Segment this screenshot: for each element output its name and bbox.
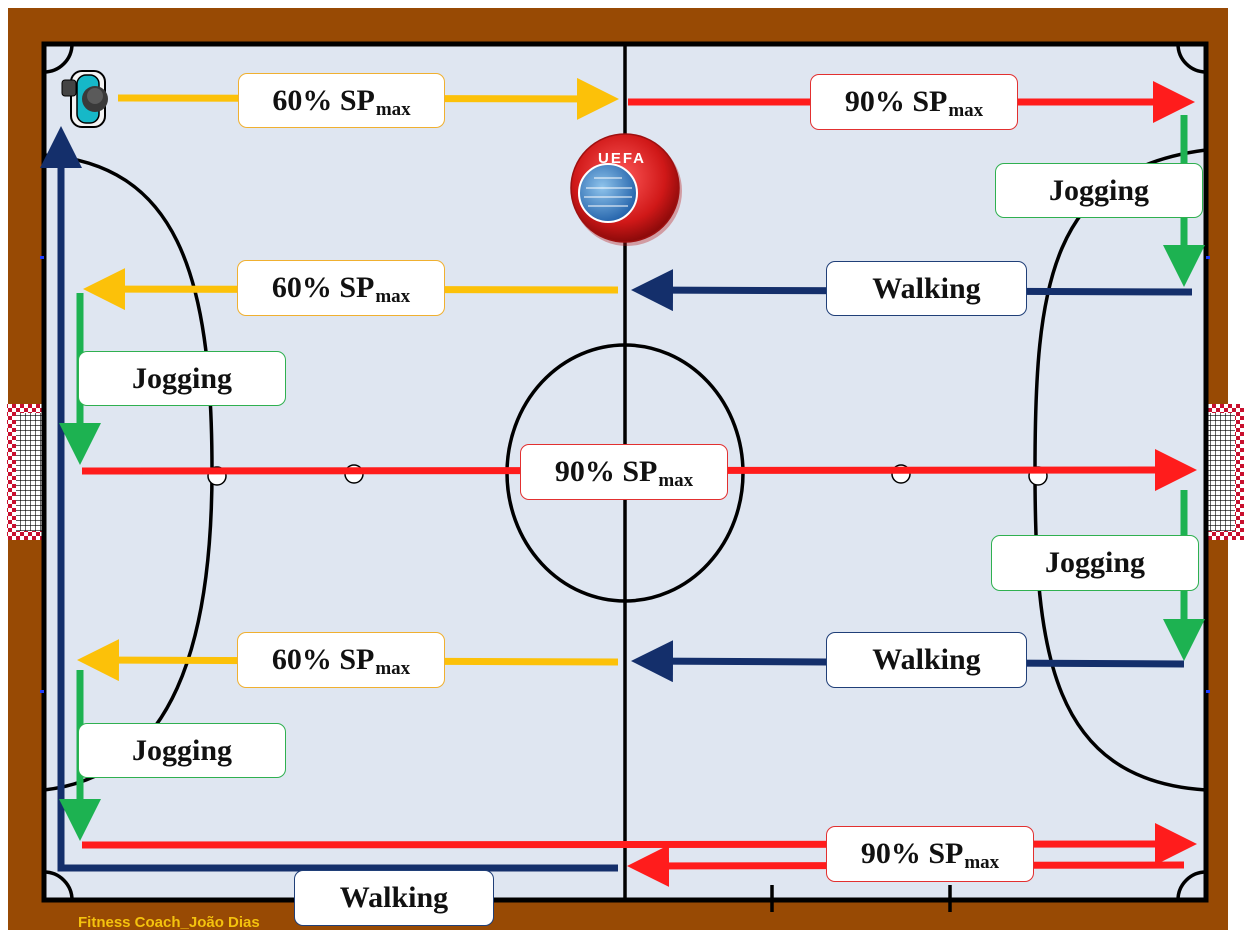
sideline-marks [40,256,1210,693]
label-walking-row2: Walking [826,261,1027,316]
left-goal [7,404,45,540]
uefa-logo: UEFA [570,133,682,246]
uefa-logo-text: UEFA [598,150,646,167]
label-walking-text: Walking [872,643,981,676]
label-sp: SP [912,85,948,118]
label-pct: 60% [271,643,332,676]
label-pct: 90% [554,455,615,488]
walking-arrow-loop [40,126,618,872]
label-jogging-text: Jogging [131,733,233,767]
label-jogging-text: Jogging [131,361,233,395]
label-pct: 90% [844,85,905,118]
label-pct: 60% [272,83,333,117]
label-walking-text: Walking [872,271,981,305]
right-goal [1205,404,1244,540]
label-sp: SP [339,271,375,304]
label-sub: max [375,286,411,307]
credit-text: Fitness Coach_João Dias [78,914,260,931]
label-jogging-right-1: Jogging [995,163,1203,218]
label-pct: 90% [860,837,921,870]
label-sub: max [658,470,694,491]
label-walking-bottom: Walking [294,870,494,926]
label-sub: max [375,98,411,120]
label-jogging-text: Jogging [1044,546,1146,579]
label-sp: SP [339,643,375,676]
label-sub: max [948,100,984,121]
label-sp: SP [928,837,964,870]
label-sub: max [375,658,411,679]
label-jogging-text: Jogging [1048,173,1150,207]
player-icon [61,70,108,128]
label-sp: SP [339,83,375,117]
label-pct: 60% [271,271,332,304]
label-walking-row4: Walking [826,632,1027,688]
label-jogging-right-2: Jogging [991,535,1199,591]
label-jogging-left-1: Jogging [78,351,286,406]
label-sub: max [964,852,1000,873]
label-jogging-left-2: Jogging [78,723,286,778]
label-walking-text: Walking [339,881,449,914]
label-sp: SP [622,455,658,488]
